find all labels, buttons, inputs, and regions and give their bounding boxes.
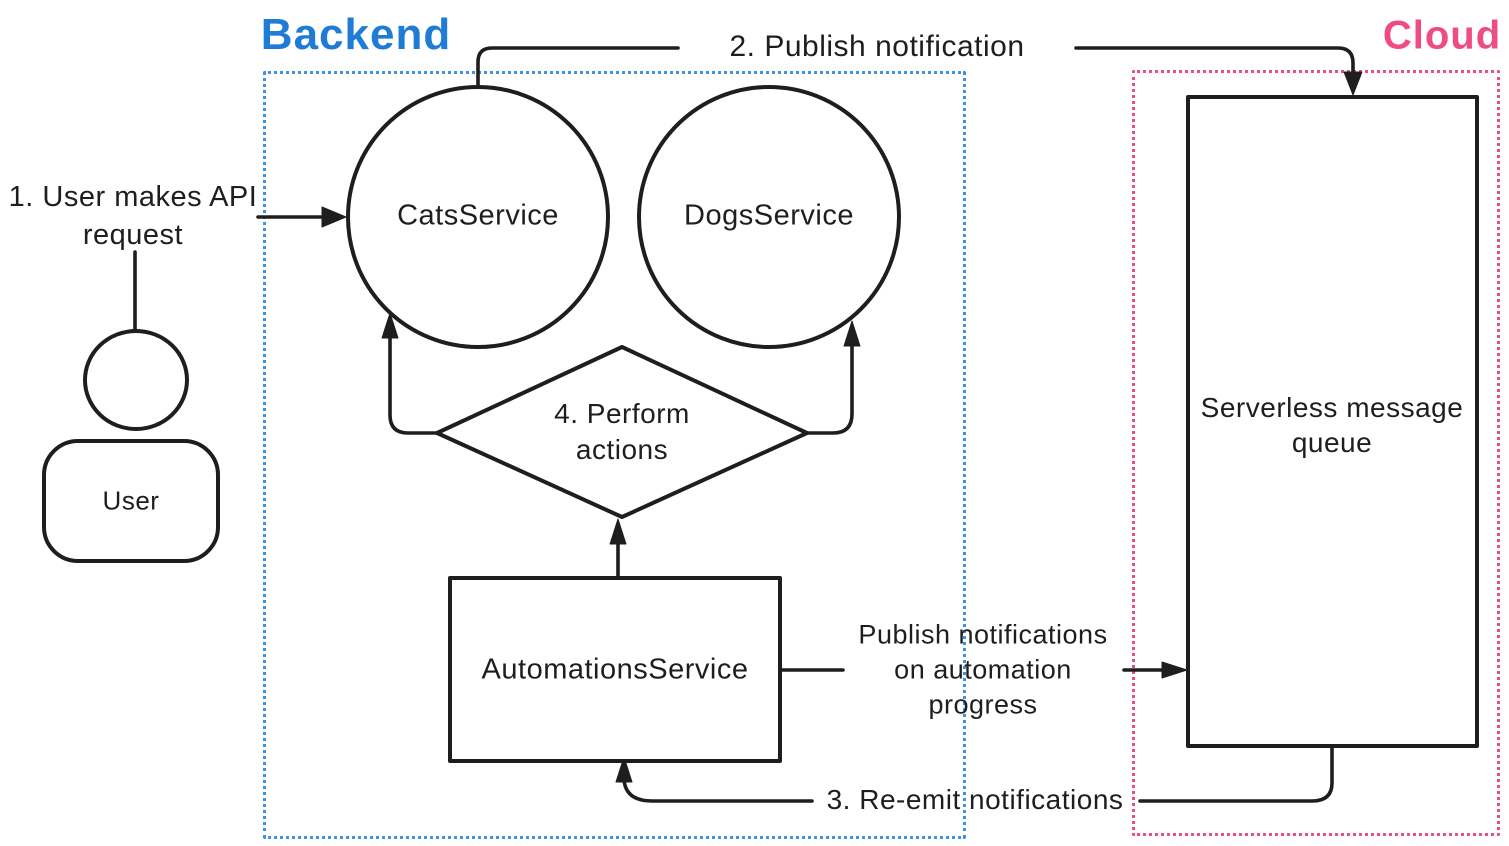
edge-actions-to-dogs-arrow <box>805 320 861 435</box>
edge-re-emit-label: 3. Re-emit notifications <box>826 784 1124 815</box>
edge-automation-progress-label: Publish notifications on automation prog… <box>858 619 1108 720</box>
dogs-service-circle <box>637 85 901 349</box>
perform-actions-label: 4. Perform actions <box>554 398 690 465</box>
backend-container-title: Backend <box>260 10 452 59</box>
dogs-service-label: DogsService <box>684 199 854 232</box>
edge-automations-to-actions-arrow <box>609 518 627 580</box>
cats-service-circle <box>346 85 610 349</box>
edge-actions-to-cats-arrow <box>381 312 439 435</box>
user-body-box <box>42 439 220 563</box>
edge-user-request-arrow <box>256 206 347 228</box>
user-node-shape <box>42 250 220 563</box>
backend-container-border <box>263 71 966 839</box>
edge-publish-notification-label: 2. Publish notification <box>729 30 1025 63</box>
automations-service-label: AutomationsService <box>481 653 749 686</box>
message-queue-label: Serverless message queue <box>1200 392 1464 458</box>
edge-user-request-label: 1. User makes API request <box>8 181 258 251</box>
cloud-container-title: Cloud <box>1382 13 1502 58</box>
cats-service-label: CatsService <box>397 199 559 232</box>
user-node-label: User <box>102 485 160 516</box>
message-queue-box <box>1186 95 1479 748</box>
automations-service-box <box>448 576 782 763</box>
perform-actions-diamond <box>435 345 809 519</box>
edge-re-emit-arrow <box>615 745 1334 803</box>
edge-publish-notification-arrow <box>476 46 1363 96</box>
cloud-container-border <box>1132 70 1500 836</box>
user-head-circle <box>83 329 189 431</box>
edge-automation-progress-arrow <box>779 661 1188 679</box>
